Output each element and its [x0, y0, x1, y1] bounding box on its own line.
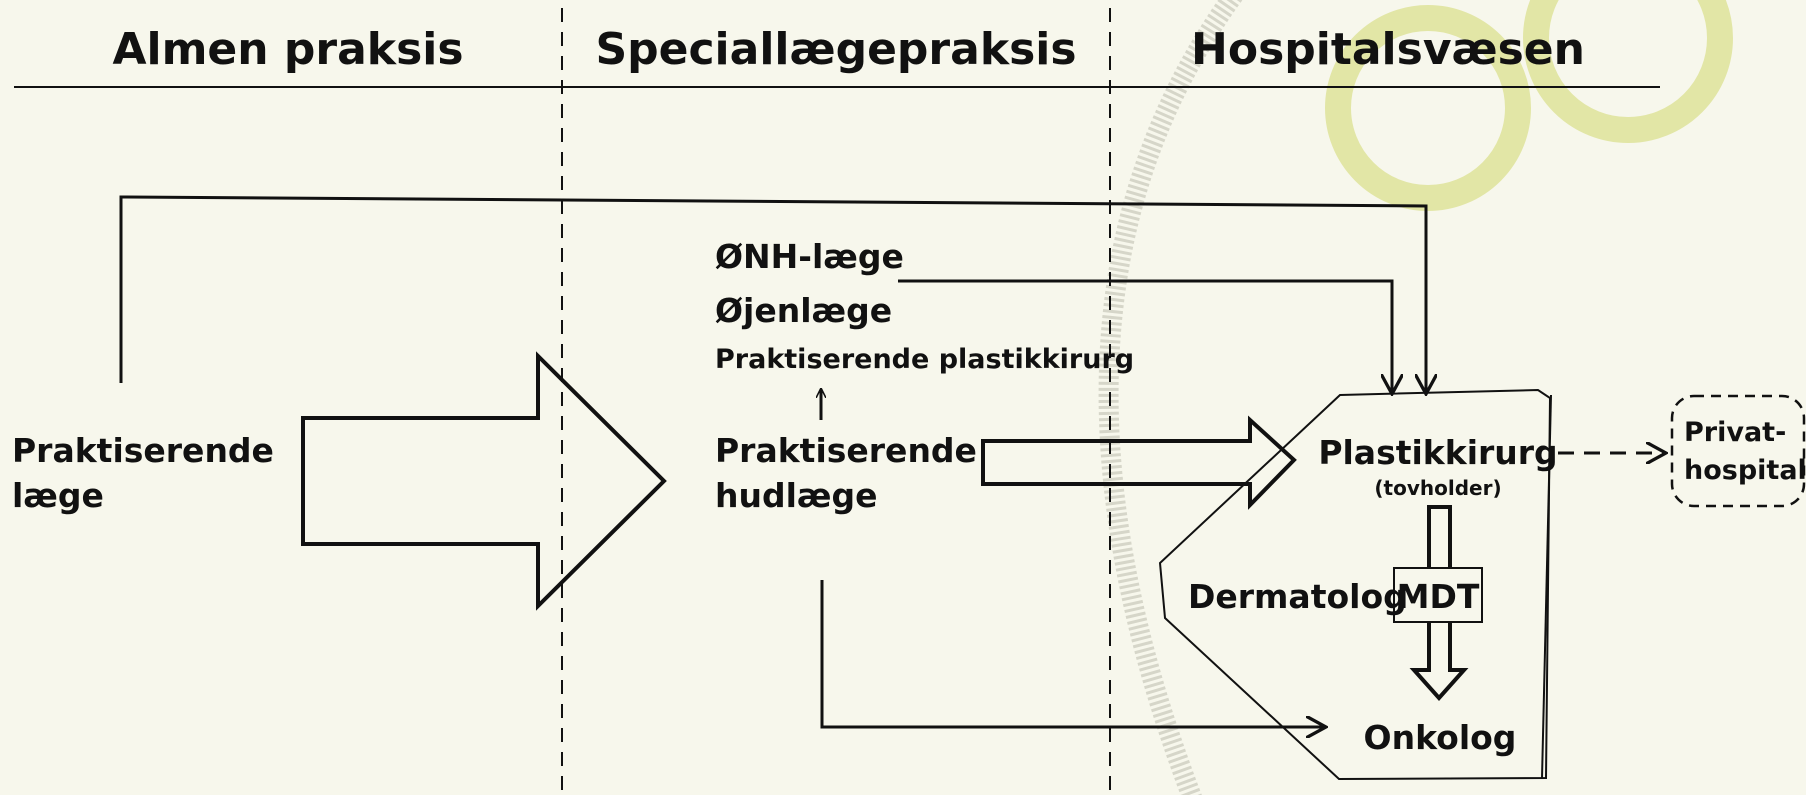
- private-hospital-line1: Privat-: [1684, 417, 1786, 448]
- header-general-practice: Almen praksis: [112, 24, 463, 75]
- ent-doctor-label: ØNH-læge: [715, 237, 904, 276]
- decor-striped-arc: [1098, 0, 1243, 795]
- mdt-label: MDT: [1397, 577, 1480, 616]
- dermatologist-practice-line1: Praktiserende: [715, 431, 977, 470]
- decor-ring-left: [1325, 5, 1531, 211]
- derm-to-oncologist-arrow: [820, 580, 1326, 727]
- plastic-to-oncologist-arrow: [1409, 505, 1469, 702]
- decor-ring-right: [1523, 0, 1733, 143]
- header-hospital: Hospitalsvæsen: [1191, 24, 1585, 75]
- oncologist-label: Onkolog: [1364, 718, 1517, 757]
- eye-doctor-label: Øjenlæge: [715, 291, 892, 330]
- hospital-region-edge: [1541, 394, 1552, 779]
- plastic-surgeon-label: Plastikkirurg: [1318, 433, 1557, 472]
- gp-direct-referral-arrow: [119, 195, 1426, 394]
- private-hospital-box: [1670, 394, 1806, 508]
- dermatologist-label: Dermatolog: [1188, 577, 1407, 616]
- column-headers: Almen praksis Speciallægepraksis Hospita…: [14, 24, 1660, 88]
- header-specialist-practice: Speciallægepraksis: [595, 24, 1076, 75]
- gp-label-line2: læge: [12, 476, 104, 515]
- private-plastic-surgeon-label: Praktiserende plastikkirurg: [715, 344, 1134, 375]
- ent-referral-arrow: [898, 279, 1392, 394]
- dermatologist-practice-line2: hudlæge: [715, 476, 878, 515]
- mdt-box: [1393, 567, 1483, 623]
- derm-to-plastic-arrow: [981, 415, 1297, 510]
- coordinator-label: (tovholder): [1374, 476, 1501, 500]
- gp-to-specialist-big-arrow: [301, 351, 667, 611]
- private-hospital-line2: hospital: [1684, 455, 1806, 486]
- gp-label-line1: Praktiserende: [12, 431, 274, 470]
- decorative-background: [1098, 0, 1733, 795]
- hospital-team-region: [1158, 388, 1552, 781]
